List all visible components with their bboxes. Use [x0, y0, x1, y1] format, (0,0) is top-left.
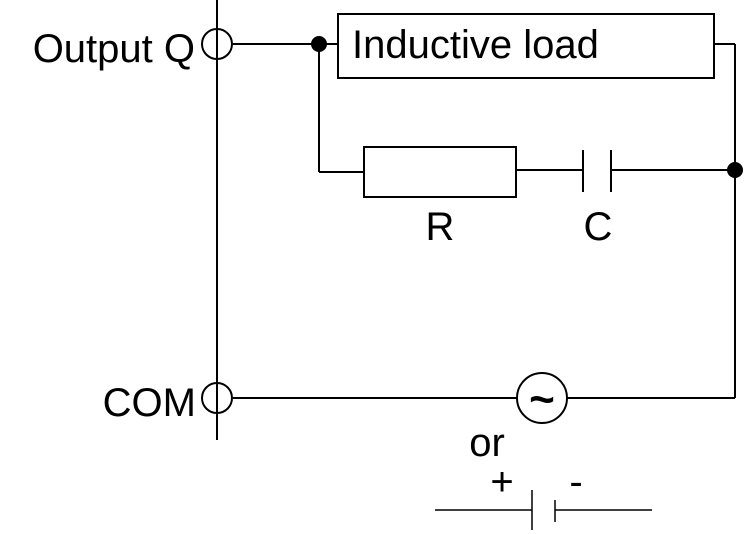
junction-dot-right [727, 162, 743, 178]
output-q-label: Output Q [33, 27, 195, 71]
resistor-symbol [363, 146, 517, 198]
ac-tilde: ~ [529, 375, 555, 424]
inductive-load-box [337, 13, 715, 79]
com-label: COM [103, 381, 196, 425]
or-label: or [469, 421, 505, 465]
plus-label: + [490, 460, 513, 504]
inductive-load-label: Inductive load [352, 23, 599, 67]
resistor-label: R [426, 205, 455, 249]
minus-label: - [569, 460, 582, 504]
com-terminal [201, 382, 233, 414]
ac-source-symbol [516, 372, 568, 424]
capacitor-label: C [584, 205, 613, 249]
output-terminal [201, 28, 233, 60]
